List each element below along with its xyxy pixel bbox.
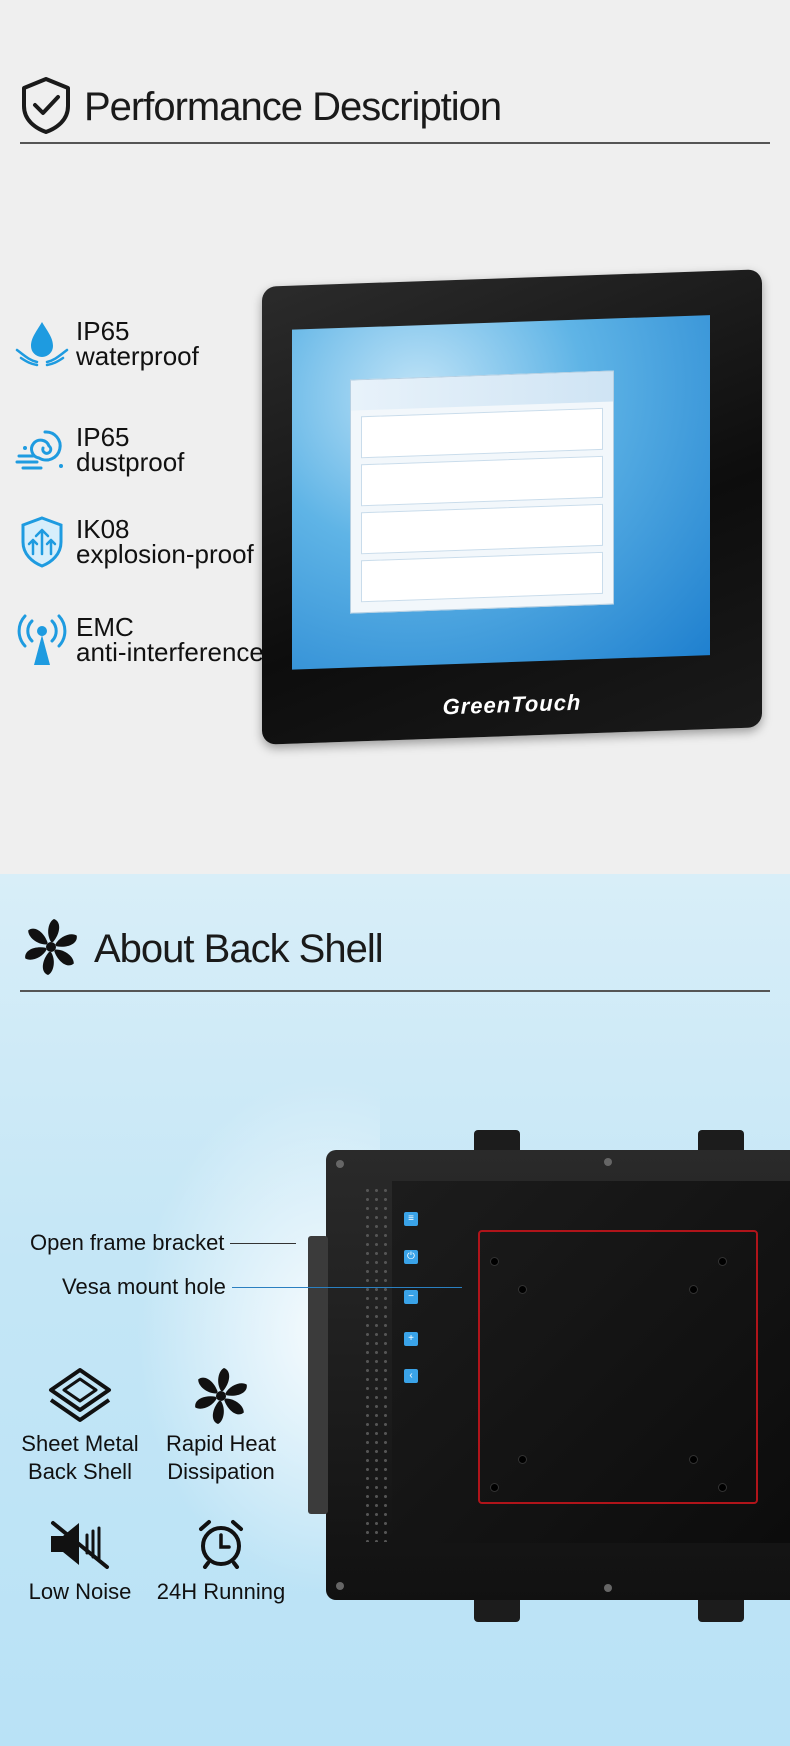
heading-divider [20,142,770,144]
vesa-hole [690,1286,697,1293]
open-frame-bracket [308,1236,328,1514]
app-panel [361,407,603,459]
performance-heading: Performance Description [20,76,502,139]
callout-open-frame-bracket: Open frame bracket [30,1230,297,1256]
vesa-mount-area [478,1230,758,1504]
feature-sheet-metal: Sheet Metal Back Shell [10,1364,150,1486]
section-title: About Back Shell [94,927,384,971]
brand-logo: GreenTouch [442,689,582,720]
app-panel [361,551,603,603]
app-panel [361,503,603,555]
mute-speaker-icon [10,1512,150,1576]
screw [604,1158,612,1166]
callout-line [230,1242,297,1244]
antenna-signal-icon [14,612,70,668]
back-shell-heading: About Back Shell [20,916,384,983]
vesa-hole [491,1484,498,1491]
app-panel [361,455,603,507]
vesa-hole [519,1286,526,1293]
water-drop-icon [14,316,70,372]
back-cover-plate [392,1181,790,1543]
mount-tab [698,1596,744,1622]
app-titlebar [351,371,613,411]
callout-line [231,1286,462,1288]
screw [336,1582,344,1590]
monitor-front-image: GreenTouch [262,269,762,745]
vesa-hole [719,1484,726,1491]
screw [336,1160,344,1168]
menu-button: ≡ [404,1212,418,1226]
back-button: ‹ [404,1369,418,1383]
shield-arrows-icon [14,514,70,570]
mount-tab [474,1596,520,1622]
feature-low-noise: Low Noise [10,1512,150,1606]
vent-holes [363,1186,393,1542]
screen-app-window [350,370,614,614]
layers-icon [10,1364,150,1428]
page-title: Performance Description [84,85,502,129]
feature-heat-dissipation: Rapid Heat Dissipation [151,1364,291,1486]
dust-swirl-icon [14,422,70,478]
heading-divider [20,990,770,992]
screw [604,1584,612,1592]
monitor-screen [292,315,710,670]
vesa-hole [719,1258,726,1265]
vesa-hole [690,1456,697,1463]
fan-icon [20,916,82,983]
fan-icon [151,1364,291,1428]
shield-check-icon [20,76,72,139]
feature-24h-running: 24H Running [151,1512,291,1606]
minus-button: − [404,1290,418,1304]
vesa-hole [519,1456,526,1463]
alarm-clock-icon [151,1512,291,1576]
callout-vesa-mount-hole: Vesa mount hole [62,1274,462,1300]
plus-button: + [404,1332,418,1346]
power-button: ⏻ [404,1250,418,1264]
vesa-hole [491,1258,498,1265]
